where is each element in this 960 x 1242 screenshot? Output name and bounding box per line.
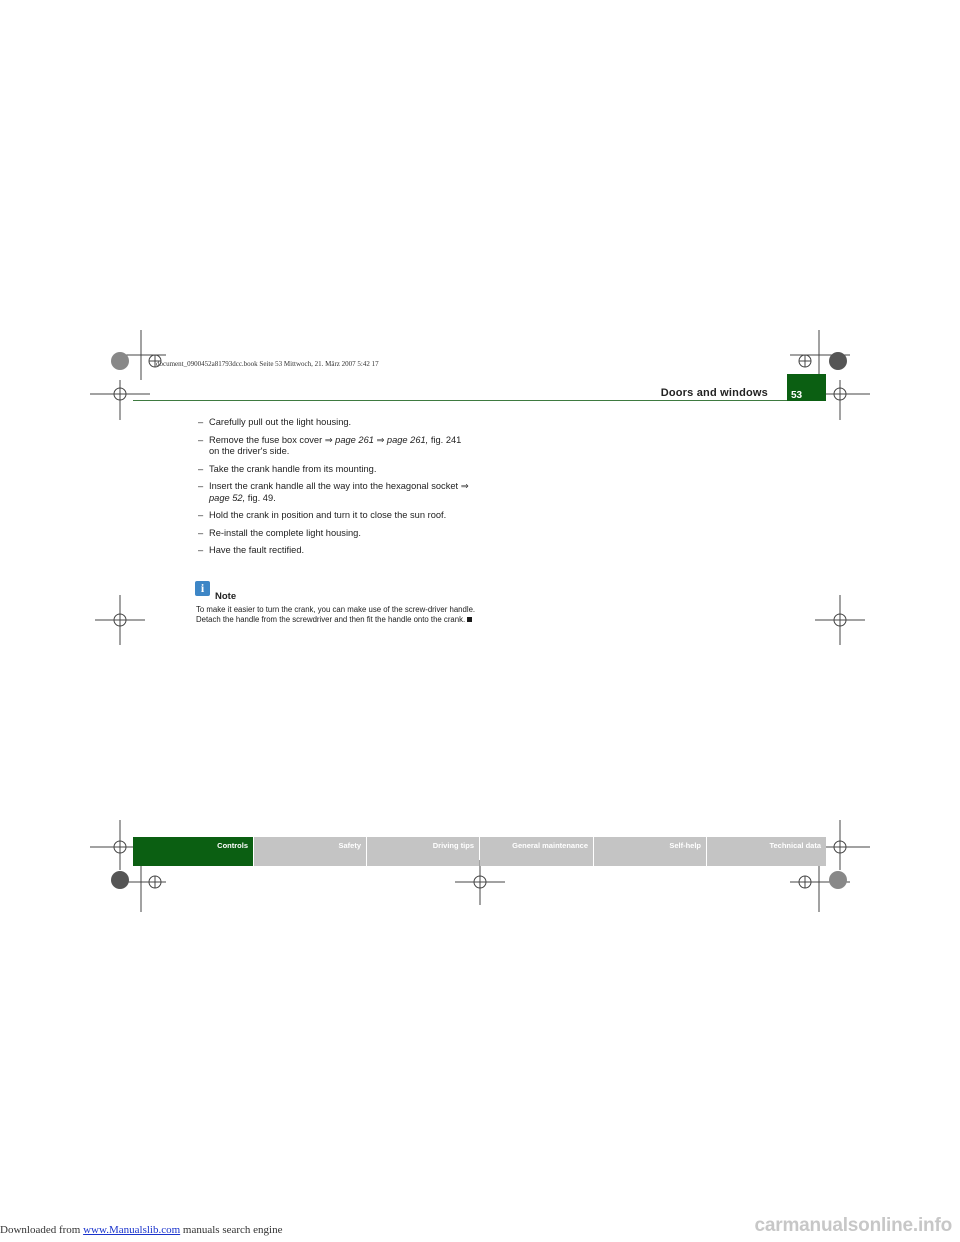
step-item: – Remove the fuse box cover ⇒ page 261 ⇒… bbox=[198, 435, 473, 458]
step-item: – Have the fault rectified. bbox=[198, 545, 473, 557]
step-dash: – bbox=[198, 434, 204, 445]
tab-safety[interactable]: Safety bbox=[254, 837, 366, 866]
step-item: – Take the crank handle from its mountin… bbox=[198, 464, 473, 476]
info-icon-glyph: i bbox=[200, 581, 205, 595]
step-text: Re-install the complete light housing. bbox=[209, 527, 361, 538]
step-dash: – bbox=[198, 417, 204, 427]
tab-technical-data[interactable]: Technical data bbox=[707, 837, 826, 866]
tab-self-help[interactable]: Self-help bbox=[594, 837, 706, 866]
step-text: Carefully pull out the light housing. bbox=[209, 417, 352, 427]
tab-general-maintenance[interactable]: General maintenance bbox=[480, 837, 593, 866]
cross-reference-arrow: ⇒ bbox=[460, 481, 469, 491]
step-item: – Carefully pull out the light housing. bbox=[198, 417, 473, 429]
step-dash: – bbox=[198, 481, 204, 491]
document-meta-line: document_0900452a81793dcc.book Seite 53 … bbox=[156, 360, 379, 368]
instruction-steps: – Carefully pull out the light housing. … bbox=[198, 417, 473, 563]
page-number: 53 bbox=[787, 374, 826, 401]
step-text-continued: fig. 49. bbox=[245, 492, 276, 503]
page-reference-link[interactable]: page 261 bbox=[335, 434, 374, 445]
tab-driving-tips[interactable]: Driving tips bbox=[367, 837, 479, 866]
page-reference-link[interactable]: page 261, bbox=[386, 434, 429, 445]
step-text: Have the fault rectified. bbox=[209, 545, 305, 555]
download-footer: Downloaded from www.Manualslib.com manua… bbox=[0, 1224, 282, 1236]
watermark-brand: carmanualsonline.info bbox=[754, 1215, 953, 1236]
note-heading: Note bbox=[215, 591, 237, 602]
note-text: To make it easier to turn the crank, you… bbox=[196, 605, 476, 624]
step-dash: – bbox=[198, 527, 204, 538]
step-dash: – bbox=[198, 545, 204, 555]
step-text: Hold the crank in position and turn it t… bbox=[209, 510, 447, 520]
step-text: Remove the fuse box cover bbox=[209, 434, 325, 445]
step-item: – Re-install the complete light housing. bbox=[198, 528, 473, 540]
section-title: Doors and windows bbox=[660, 387, 768, 399]
step-item: – Hold the crank in position and turn it… bbox=[198, 510, 473, 522]
footer-prefix: Downloaded from bbox=[0, 1224, 84, 1236]
note-body: To make it easier to turn the crank, you… bbox=[196, 605, 481, 625]
header-divider bbox=[133, 400, 787, 401]
page-reference-link[interactable]: page 52, bbox=[209, 492, 246, 503]
tab-controls[interactable]: Controls bbox=[133, 837, 253, 866]
cross-reference-arrow: ⇒ bbox=[373, 434, 387, 445]
step-item: – Insert the crank handle all the way in… bbox=[198, 481, 473, 504]
step-text: Take the crank handle from its mounting. bbox=[209, 463, 377, 474]
chapter-nav-bar: Controls Safety Driving tips General mai… bbox=[133, 837, 826, 866]
manualslib-link[interactable]: www.Manualslib.com bbox=[83, 1224, 181, 1236]
step-dash: – bbox=[198, 463, 204, 474]
info-icon: i bbox=[195, 581, 210, 596]
step-text: Insert the crank handle all the way into… bbox=[209, 481, 461, 491]
step-dash: – bbox=[198, 510, 204, 520]
step-text-continued: fig. 241 on the driver's side. bbox=[209, 434, 462, 457]
footer-suffix: manuals search engine bbox=[180, 1224, 283, 1236]
end-of-section-mark bbox=[467, 617, 473, 622]
cross-reference-arrow: ⇒ bbox=[324, 434, 333, 445]
